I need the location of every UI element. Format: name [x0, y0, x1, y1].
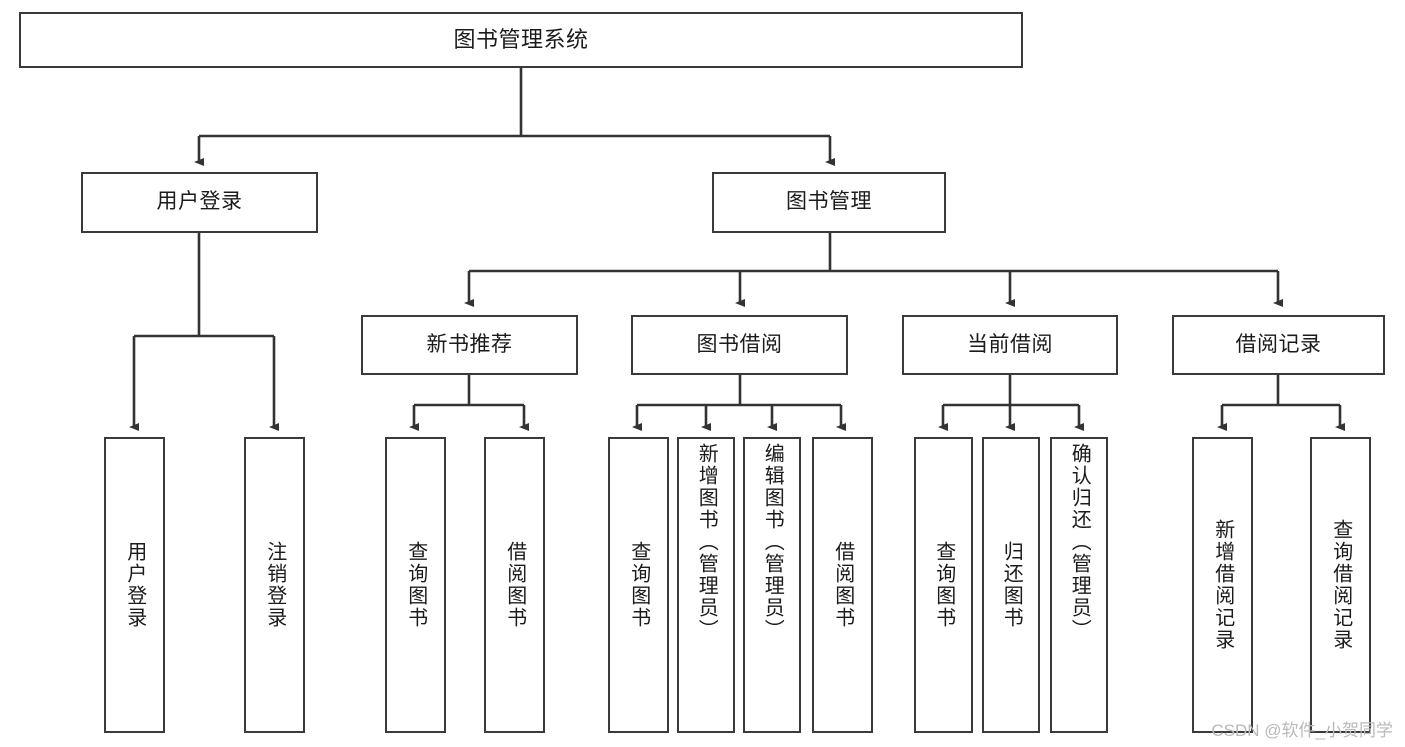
- node-label: 归还图书: [1000, 541, 1023, 629]
- leaf-new-book-query-book[interactable]: 查询图书: [385, 437, 446, 733]
- leaf-book-borrow-query-book[interactable]: 查询图书: [608, 437, 669, 733]
- node-label: 图书管理系统: [453, 27, 589, 53]
- leaf-current-borrow-confirm-return[interactable]: 确认归还（管理员）: [1050, 437, 1108, 733]
- node-user-login[interactable]: 用户登录: [81, 172, 318, 233]
- node-label: 借阅记录: [1235, 332, 1322, 356]
- node-label: 图书借阅: [696, 332, 783, 356]
- node-new-book-recommend[interactable]: 新书推荐: [361, 315, 578, 375]
- node-label: 新增图书（管理员）: [695, 443, 718, 641]
- leaf-book-borrow-borrow-book[interactable]: 借阅图书: [812, 437, 873, 733]
- node-root-system[interactable]: 图书管理系统: [19, 12, 1023, 68]
- node-label: 用户登录: [156, 190, 243, 214]
- watermark-text: CSDN @软件_小贺同学: [1211, 721, 1393, 740]
- node-current-borrow[interactable]: 当前借阅: [902, 315, 1118, 375]
- node-label: 查询图书: [932, 541, 955, 629]
- node-label: 确认归还（管理员）: [1068, 443, 1091, 641]
- node-label: 借阅图书: [831, 541, 854, 629]
- node-borrow-record[interactable]: 借阅记录: [1172, 315, 1385, 375]
- leaf-book-borrow-edit-book[interactable]: 编辑图书（管理员）: [743, 437, 801, 733]
- node-label: 新增借阅记录: [1211, 519, 1234, 651]
- node-book-borrow[interactable]: 图书借阅: [631, 315, 848, 375]
- leaf-book-borrow-add-book[interactable]: 新增图书（管理员）: [677, 437, 735, 733]
- node-label: 用户登录: [123, 541, 146, 629]
- node-label: 查询图书: [404, 541, 427, 629]
- leaf-current-borrow-query-book[interactable]: 查询图书: [914, 437, 973, 733]
- leaf-new-book-borrow-book[interactable]: 借阅图书: [484, 437, 545, 733]
- node-label: 编辑图书（管理员）: [761, 443, 784, 641]
- node-label: 新书推荐: [426, 332, 513, 356]
- leaf-user-login-login[interactable]: 用户登录: [104, 437, 165, 733]
- node-label: 借阅图书: [503, 541, 526, 629]
- node-label: 图书管理: [786, 190, 872, 214]
- leaf-borrow-record-query-record[interactable]: 查询借阅记录: [1310, 437, 1371, 733]
- node-label: 当前借阅: [967, 332, 1053, 356]
- node-label: 注销登录: [263, 541, 286, 629]
- node-label: 查询图书: [627, 541, 650, 629]
- leaf-current-borrow-return-book[interactable]: 归还图书: [982, 437, 1040, 733]
- leaf-user-login-logout[interactable]: 注销登录: [244, 437, 305, 733]
- node-book-management[interactable]: 图书管理: [712, 172, 946, 233]
- leaf-borrow-record-add-record[interactable]: 新增借阅记录: [1192, 437, 1253, 733]
- node-label: 查询借阅记录: [1329, 519, 1352, 651]
